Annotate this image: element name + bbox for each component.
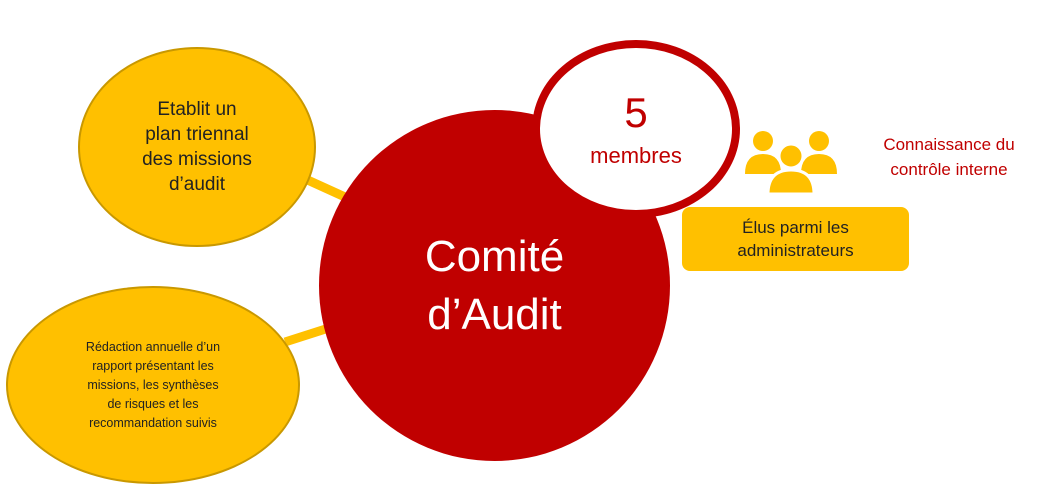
elus-line: Élus parmi les	[742, 218, 849, 237]
elus-line: administrateurs	[737, 241, 854, 260]
members-label: membres	[590, 143, 682, 168]
plan-line: des missions	[142, 149, 252, 170]
connaissance-line: Connaissance du	[883, 135, 1015, 154]
main-title-line: d’Audit	[427, 289, 562, 339]
main-title-line: Comité	[424, 231, 565, 281]
rapport-line: recommandation suivis	[89, 415, 217, 430]
rapport-line: missions, les synthèses	[87, 377, 219, 392]
plan-text: Etablit un plan triennal des missions d’…	[142, 97, 252, 197]
rapport-line: Rédaction annuelle d’un	[85, 339, 221, 354]
group-of-people-icon	[745, 131, 837, 194]
members-count: 5	[624, 89, 648, 136]
plan-line: Etablit un	[157, 99, 237, 120]
elus-text: Élus parmi les administrateurs	[737, 216, 853, 262]
plan-line: plan triennal	[145, 124, 249, 145]
rapport-text: Rédaction annuelle d’un rapport présenta…	[86, 338, 220, 433]
rapport-line: rapport présentant les	[92, 358, 214, 373]
rapport-line: de risques et les	[107, 396, 199, 411]
connaissance-label: Connaissance du contrôle interne	[858, 132, 1037, 182]
rapport-bubble: Rédaction annuelle d’un rapport présenta…	[6, 286, 300, 484]
members-circle: 5 membres	[532, 40, 740, 218]
plan-bubble: Etablit un plan triennal des missions d’…	[78, 47, 316, 247]
elus-box: Élus parmi les administrateurs	[682, 207, 909, 271]
connaissance-line: contrôle interne	[890, 160, 1008, 179]
plan-line: d’audit	[168, 174, 225, 195]
